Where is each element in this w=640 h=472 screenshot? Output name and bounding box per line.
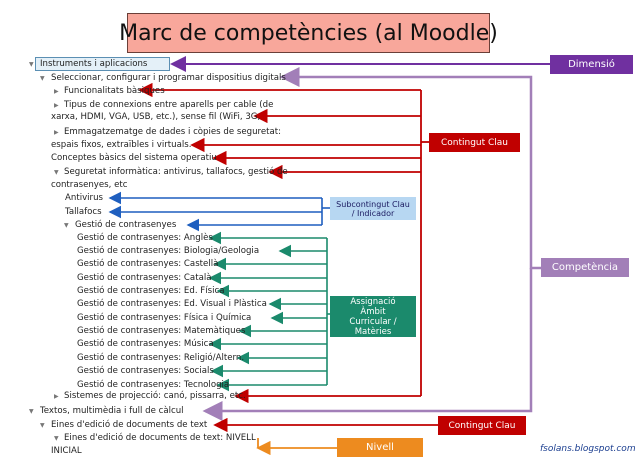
label-assignacio: Assignació Àmbit Curricular / Matèries bbox=[330, 296, 416, 337]
expand-arrow-icon[interactable]: ▼ bbox=[64, 222, 69, 229]
label-assignacio-line2: Àmbit bbox=[360, 306, 386, 317]
expand-arrow-icon[interactable]: ▼ bbox=[54, 169, 59, 176]
tree-item-gestio-subject[interactable]: Gestió de contrasenyes: Ed. Física bbox=[77, 286, 225, 296]
tree-root-node[interactable] bbox=[35, 57, 170, 71]
expand-arrow-icon[interactable]: ▼ bbox=[40, 422, 45, 429]
label-contingut-clau-2-text: Contingut Clau bbox=[448, 420, 516, 431]
credit-text: fsolans.blogspot.com bbox=[540, 444, 636, 454]
tree-item-funcionalitats[interactable]: Funcionalitats bàsiques bbox=[64, 86, 165, 96]
tree-item-eines-nivell-line1[interactable]: Eines d'edició de documents de text: NIV… bbox=[64, 433, 256, 443]
page-title: Marc de competències (al Moodle) bbox=[119, 13, 498, 53]
tree-item-emmagatzematge-line1[interactable]: Emmagatzematge de dades i còpies de segu… bbox=[64, 127, 282, 137]
tree-item-gestio-subject[interactable]: Gestió de contrasenyes: Física i Química bbox=[77, 313, 252, 323]
tree-item-seguretat-line2: contrasenyes, etc bbox=[51, 180, 128, 190]
label-subcontingut-line2: / Indicador bbox=[351, 208, 395, 218]
tree-item-eines-nivell-line2: INICIAL bbox=[51, 446, 82, 456]
tree-item-gestio-subject[interactable]: Gestió de contrasenyes: Socials bbox=[77, 366, 214, 376]
tree-item-eines[interactable]: Eines d'edició de documents de text bbox=[51, 420, 208, 430]
label-competencia: Competència bbox=[541, 258, 629, 277]
collapse-arrow-icon[interactable]: ▶ bbox=[54, 88, 59, 95]
label-contingut-clau-2: Contingut Clau bbox=[438, 416, 526, 435]
tree-item-conceptes[interactable]: Conceptes bàsics del sistema operatiu bbox=[51, 153, 217, 163]
tree-item-antivirus[interactable]: Antivirus bbox=[65, 193, 104, 203]
expand-arrow-icon[interactable]: ▼ bbox=[54, 435, 59, 442]
label-assignacio-line1: Assignació bbox=[350, 296, 396, 307]
tree-item-gestio-subject[interactable]: Gestió de contrasenyes: Anglès bbox=[77, 233, 213, 243]
tree-item-textos[interactable]: Textos, multimèdia i full de càlcul bbox=[40, 406, 184, 416]
tree-item-gestio-subject[interactable]: Gestió de contrasenyes: Biologia/Geologi… bbox=[77, 246, 260, 256]
label-dimensio-text: Dimensió bbox=[568, 59, 615, 70]
tree-item-seguretat-line1[interactable]: Seguretat informàtica: antivirus, tallaf… bbox=[64, 167, 288, 177]
tree-item-instruments[interactable]: Instruments i aplicacions bbox=[40, 59, 148, 69]
label-dimensio: Dimensió bbox=[550, 55, 633, 74]
tree-item-gestio-subject[interactable]: Gestió de contrasenyes: Ed. Visual i Plà… bbox=[77, 299, 267, 309]
label-nivell-text: Nivell bbox=[366, 442, 394, 453]
label-competencia-text: Competència bbox=[551, 262, 619, 273]
tree-item-gestio-subject[interactable]: Gestió de contrasenyes: Castellà bbox=[77, 259, 219, 269]
tree-item-gestio[interactable]: Gestió de contrasenyes bbox=[75, 220, 177, 230]
label-nivell: Nivell bbox=[337, 438, 423, 457]
label-contingut-clau: Contingut Clau bbox=[429, 133, 520, 152]
tree-item-tipus-line1[interactable]: Tipus de connexions entre aparells per c… bbox=[64, 100, 274, 110]
tree-item-gestio-subject[interactable]: Gestió de contrasenyes: Música bbox=[77, 339, 214, 349]
expand-arrow-icon[interactable]: ▼ bbox=[29, 408, 34, 415]
collapse-arrow-icon[interactable]: ▶ bbox=[54, 393, 59, 400]
tree-item-tipus-line2: xarxa, HDMI, VGA, USB, etc.), sense fil … bbox=[51, 112, 261, 122]
label-assignacio-line3: Curricular / bbox=[349, 316, 397, 327]
tree-item-tallafocs[interactable]: Tallafocs bbox=[65, 207, 102, 217]
expand-arrow-icon[interactable]: ▼ bbox=[29, 61, 34, 68]
expand-arrow-icon[interactable]: ▼ bbox=[40, 75, 45, 82]
tree-item-gestio-subject[interactable]: Gestió de contrasenyes: Matemàtiques bbox=[77, 326, 246, 336]
label-subcontingut: Subcontingut Clau / Indicador bbox=[330, 197, 416, 220]
tree-item-seleccionar[interactable]: Seleccionar, configurar i programar disp… bbox=[51, 73, 286, 83]
collapse-arrow-icon[interactable]: ▶ bbox=[54, 102, 59, 109]
tree-item-sistemes[interactable]: Sistemes de projecció: canó, pissarra, e… bbox=[64, 391, 246, 401]
label-subcontingut-line1: Subcontingut Clau bbox=[336, 199, 410, 209]
tree-item-gestio-subject[interactable]: Gestió de contrasenyes: Tecnologia bbox=[77, 380, 230, 390]
label-contingut-clau-text: Contingut Clau bbox=[440, 137, 509, 148]
tree-item-emmagatzematge-line2: espais fixos, extraïbles i virtuals. bbox=[51, 140, 192, 150]
tree-item-gestio-subject[interactable]: Gestió de contrasenyes: Català bbox=[77, 273, 212, 283]
label-assignacio-line4: Matèries bbox=[354, 326, 392, 337]
collapse-arrow-icon[interactable]: ▶ bbox=[54, 129, 59, 136]
tree-item-gestio-subject[interactable]: Gestió de contrasenyes: Religió/Altern. bbox=[77, 353, 245, 363]
